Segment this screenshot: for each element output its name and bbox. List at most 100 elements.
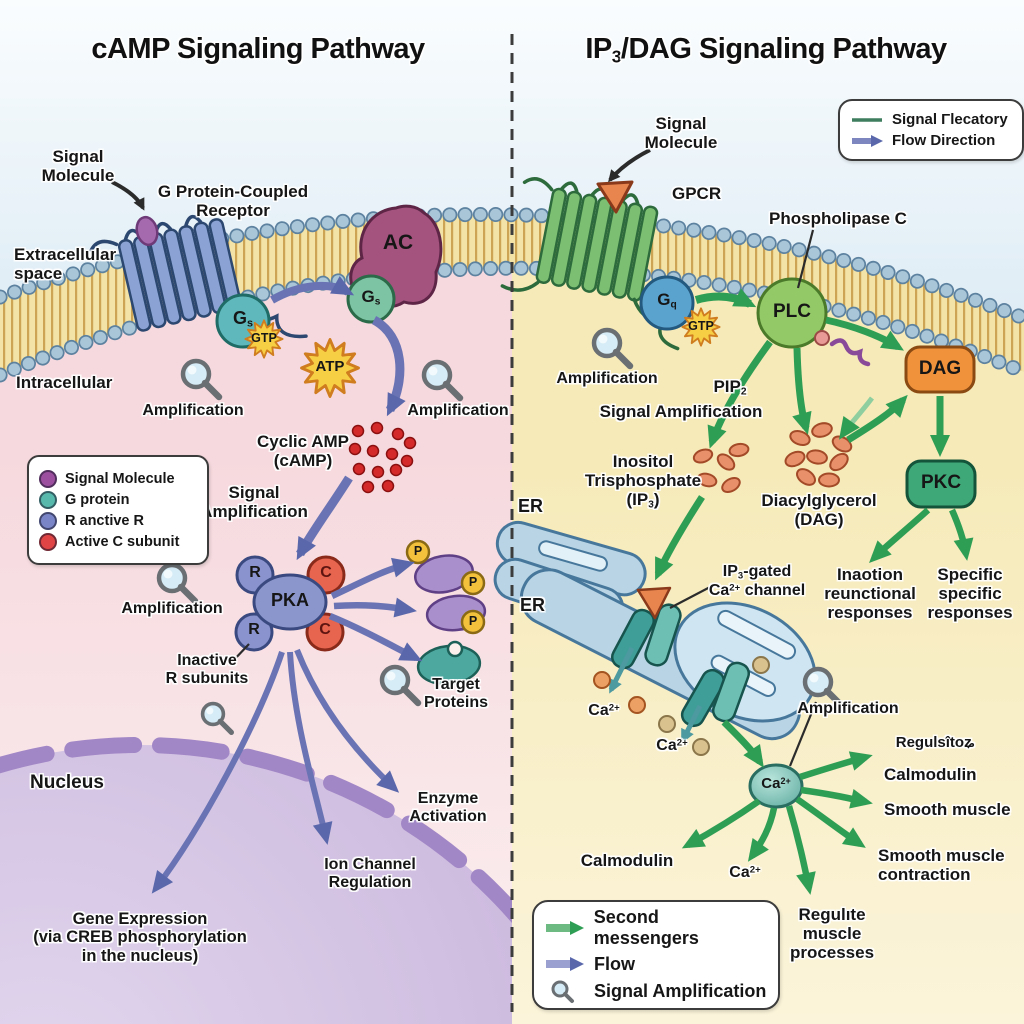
intracellular-label: Intracellular [16,373,113,392]
dag-box-shape [904,345,976,394]
annotation-lines [111,148,818,767]
gtp-label-left: GTP [251,331,277,345]
g-protein-swatch [39,490,57,509]
green-line-icon [852,117,882,122]
nucleus [0,737,512,1024]
nucleus-label: Nucleus [30,772,104,793]
calcium-label-1: Ca2+ [588,702,620,719]
green-arrow-icon [546,920,584,935]
ip3-gated-calcium-channel [608,586,751,744]
calcium-ions [593,656,770,756]
calcium-hub-shape [748,763,804,809]
ip3-molecules [692,442,750,494]
gq-label: Gq [657,290,677,311]
c-subunit-label: C [319,621,331,638]
regulsito-label: Regulsîtoʑ [895,734,975,751]
calmodulin-label-right: Calmodulin [884,765,977,784]
legend-item: Signal Molecule [39,469,197,488]
magnifier-icon [551,980,574,1003]
phospho-label: P [468,575,478,589]
title-right: IP3/DAG Signaling Pathway [585,33,947,67]
flow-arrow-icon [546,957,584,971]
signal-molecule-swatch [39,469,57,488]
c-subunit-label: C [320,564,332,581]
legend-item: G protein [39,490,197,509]
amplification-label-3: Amplification [121,600,223,617]
calcium-label-2: Ca2+ [656,737,688,754]
smooth-muscle-label: Smooth muscle [884,800,1011,819]
calmodulin-label-left: Calmodulin [580,851,674,870]
legend-item: Signal Γlecatory [850,111,1012,128]
pkc-box-label: PKC [920,472,962,493]
r-subunit-label: R [249,564,261,581]
second-messenger-arrows [654,288,974,895]
phospho-label: P [468,614,478,628]
flow-arrows [151,275,423,894]
gs-label: Gs [232,308,254,330]
c-subunit-swatch [39,532,57,551]
r-subunit-swatch [39,511,57,530]
phospho-badge [460,609,486,635]
plc-anchor-dot [814,330,830,346]
gs-active-label: Gs [361,287,381,308]
legend-molecules: Signal Molecule G protein R anctive R Ac… [27,455,209,565]
calcium-label-3: Ca2+ [729,864,761,881]
legend-item: Second messengers [544,907,768,949]
legend-item: Flow [544,954,768,975]
legend-item-label: Flow Direction [892,132,996,149]
signal-amplification-label-right: Signal Amplification [599,402,763,421]
dag-box-label: DAG [918,358,962,379]
amplification-label-5: Amplification [797,700,899,717]
legend-flow: Signal Γlecatory Flow Direction [838,99,1024,161]
plc-label: PLC [773,301,811,322]
pip2-label: PIP2 [713,377,747,398]
gtp-label-right: GTP [688,319,714,333]
plc-enzyme-shape [756,277,828,349]
pkc-box-shape [905,459,977,509]
gq-protein-shape [639,275,695,331]
signal-molecule-right-shape [596,180,634,214]
ip3-ligand-icon [636,586,672,620]
calcium-hub-label: Ca2+ [761,775,791,793]
signal-molecule-left-shape [135,215,159,247]
gpcr-label-right: GPCR [672,184,722,203]
phospho-badge [460,570,486,596]
legend-item-label: Signal Γlecatory [892,111,1008,128]
pka-label: PKA [270,590,310,610]
legend-bottom: Second messengers Flow Signal Amplificat… [532,900,780,1010]
er-label-2: ER [520,595,546,615]
diacylglycerol-label: Diacylglycerol(DAG) [761,491,877,530]
legend-item: Flow Direction [850,132,1012,149]
amplification-label-4: Amplification [556,370,658,387]
atp-label: ATP [315,358,345,375]
legend-item-label: Flow [594,953,635,974]
phospho-badge [405,539,431,565]
pka-complex [234,555,346,652]
legend-item: Active C subunit [39,532,197,551]
gs-active-shape [346,274,396,324]
legend-item-label: Signal Molecule [65,470,175,487]
er-label-1: ER [518,496,544,516]
legend-item-label: Second messengers [593,906,699,948]
legend-item-label: Signal Amplification [594,981,767,1001]
legend-item: R anctive R [39,511,197,530]
legend-item-label: R anctive R [65,512,144,529]
gene-expression-label: Gene Expression(via CREB phosphorylation… [33,910,247,965]
gpcr-right [500,177,680,351]
amplification-label-2: Amplification [407,402,509,419]
